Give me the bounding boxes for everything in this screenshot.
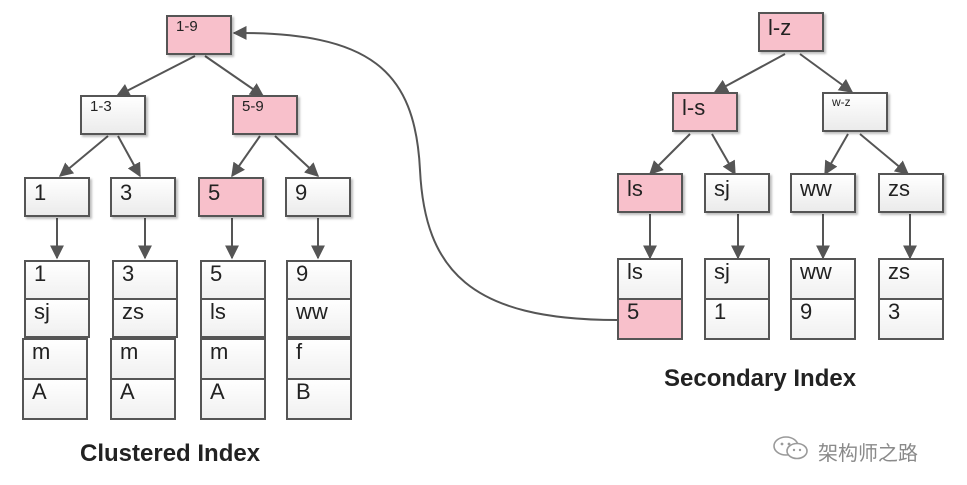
clustered-row-5-flag: A [200, 378, 266, 420]
secondary-row-ww-pk: 9 [790, 298, 856, 340]
secondary-node-l-s: l-s [672, 92, 738, 132]
secondary-row-sj-pk: 1 [704, 298, 770, 340]
secondary-root-node: l-z [758, 12, 824, 52]
clustered-row-5-name: ls [200, 298, 266, 338]
clustered-leaf-9: 9 [285, 177, 351, 217]
clustered-row-1-id: 1 [24, 260, 90, 300]
clustered-row-9-sex: f [286, 338, 352, 380]
clustered-row-1-flag: A [22, 378, 88, 420]
edge-root-l-s [713, 53, 786, 93]
clustered-row-3-sex: m [110, 338, 176, 380]
clustered-root-node: 1-9 [166, 15, 232, 55]
clustered-row-5-sex: m [200, 338, 266, 380]
secondary-index-caption: Secondary Index [664, 365, 857, 392]
secondary-leaf-ww: ww [790, 173, 856, 213]
clustered-row-5-id: 5 [200, 260, 266, 300]
clustered-row-3-name: zs [112, 298, 178, 338]
edge-root-w-z [799, 53, 854, 93]
clustered-row-9-flag: B [286, 378, 352, 420]
edge-root-1-3 [115, 55, 196, 97]
clustered-row-3-id: 3 [112, 260, 178, 300]
watermark-text: 架构师之路 [818, 441, 918, 465]
clustered-row-1-name: sj [24, 298, 90, 338]
secondary-row-zs-key: zs [878, 258, 944, 300]
edge-5-9-leaf-9 [274, 135, 320, 177]
clustered-leaf-5: 5 [198, 177, 264, 217]
secondary-leaf-ls: ls [617, 173, 683, 213]
clustered-index-caption: Clustered Index [80, 440, 261, 467]
edge-1-3-leaf-1 [58, 135, 109, 177]
secondary-row-ls-pk: 5 [617, 298, 683, 340]
secondary-row-ww-key: ww [790, 258, 856, 300]
clustered-row-9-name: ww [286, 298, 352, 338]
secondary-row-zs-pk: 3 [878, 298, 944, 340]
edge-root-5-9 [204, 55, 265, 97]
edge-l-s-leaf-ls [649, 133, 691, 175]
secondary-row-sj-key: sj [704, 258, 770, 300]
clustered-node-1-3: 1-3 [80, 95, 146, 135]
clustered-row-1-sex: m [22, 338, 88, 380]
clustered-row-3-flag: A [110, 378, 176, 420]
secondary-leaf-zs: zs [878, 173, 944, 213]
clustered-row-9-id: 9 [286, 260, 352, 300]
edge-1-3-leaf-3 [117, 135, 141, 178]
lookup-curve-arrow [232, 25, 618, 321]
secondary-node-w-z: w-z [822, 92, 888, 132]
edge-w-z-leaf-ww [824, 133, 849, 176]
edge-l-s-leaf-sj [711, 133, 736, 176]
clustered-leaf-1: 1 [24, 177, 90, 217]
edge-w-z-leaf-zs [859, 133, 910, 175]
secondary-leaf-sj: sj [704, 173, 770, 213]
edge-5-9-leaf-5 [231, 135, 261, 178]
secondary-row-ls-key: ls [617, 258, 683, 300]
clustered-node-5-9: 5-9 [232, 95, 298, 135]
wechat-icon [773, 436, 808, 460]
clustered-leaf-3: 3 [110, 177, 176, 217]
